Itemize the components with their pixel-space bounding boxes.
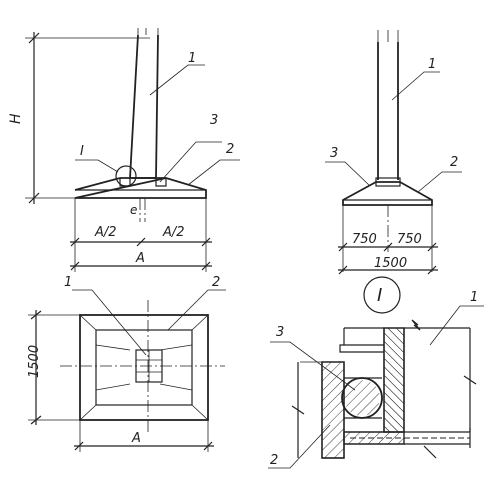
detail-i-view: I 3 1 2 bbox=[268, 276, 484, 469]
detail-callout-2-label: 2 bbox=[270, 453, 278, 468]
front-callout-2-label: 2 bbox=[450, 155, 458, 170]
front-elevation-view: 1 3 2 750 750 1500 bbox=[325, 30, 462, 275]
front-callout-1-label: 1 bbox=[428, 57, 436, 72]
detail-callout-3-label: 3 bbox=[276, 325, 284, 340]
detail-footing bbox=[321, 361, 345, 459]
front-callout-3-label: 3 bbox=[330, 146, 338, 161]
detail-marker-label: I bbox=[377, 285, 382, 306]
callout-3-label: 3 bbox=[210, 113, 218, 128]
tapered-column bbox=[129, 34, 159, 179]
plan-footing-outline bbox=[79, 314, 209, 421]
side-elevation-view: H 1 I 3 2 e A/2 A/2 A bbox=[8, 28, 240, 272]
eccentricity-label: e bbox=[130, 203, 137, 217]
plan-view: 1500 A 1 2 bbox=[27, 275, 226, 452]
detail-circle bbox=[115, 165, 137, 187]
footing-outline bbox=[74, 177, 207, 199]
width-label-top: A bbox=[135, 251, 145, 266]
plan-callout-2-label: 2 bbox=[212, 275, 220, 290]
half-width-label-right: A/2 bbox=[162, 225, 185, 240]
callout-1-label: 1 bbox=[188, 51, 196, 66]
height-label: H bbox=[8, 113, 24, 124]
half-width-label-left: A/2 bbox=[94, 225, 117, 240]
plan-callout-1-label: 1 bbox=[64, 275, 72, 290]
callout-2-label: 2 bbox=[226, 142, 234, 157]
detail-ref-label: I bbox=[80, 144, 84, 159]
dim-1500-plan-label: 1500 bbox=[27, 345, 42, 378]
detail-callout-1-label: 1 bbox=[470, 290, 478, 305]
dim-750-right-label: 750 bbox=[397, 232, 422, 247]
dim-750-left-label: 750 bbox=[352, 232, 377, 247]
dim-1500-front-label: 1500 bbox=[374, 256, 407, 271]
width-label-plan: A bbox=[131, 431, 141, 446]
straight-column bbox=[377, 42, 399, 180]
detail-marker-circle bbox=[363, 276, 401, 314]
